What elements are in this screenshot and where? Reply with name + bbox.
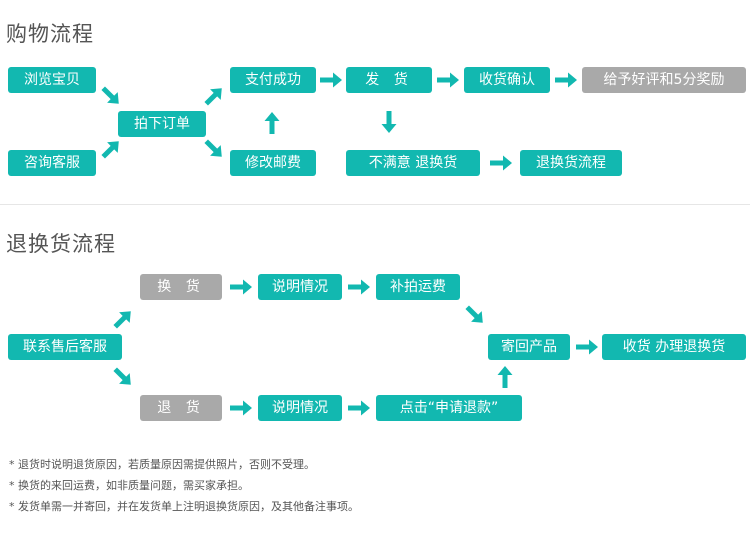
arrow-right-icon bbox=[228, 274, 254, 300]
modify-shipping-fee-step: 修改邮费 bbox=[230, 150, 316, 176]
arrow-up-right-icon bbox=[105, 301, 142, 338]
explain-situation-step: 说明情况 bbox=[258, 395, 342, 421]
arrow-down-right-icon bbox=[105, 359, 142, 396]
arrow-up-icon bbox=[259, 110, 285, 136]
place-order-step: 拍下订单 bbox=[118, 111, 206, 137]
return-notes: * 退货时说明退货原因，若质量原因需提供照片，否则不受理。 * 换货的来回运费，… bbox=[9, 454, 359, 517]
contact-aftersales-step: 联系售后客服 bbox=[8, 334, 122, 360]
arrow-right-icon bbox=[228, 395, 254, 421]
arrow-up-right-icon bbox=[196, 78, 233, 115]
browse-items-step: 浏览宝贝 bbox=[8, 67, 96, 93]
note-item: * 发货单需一并寄回，并在发货单上注明退换货原因，及其他备注事项。 bbox=[9, 500, 359, 513]
exchange-step: 换 货 bbox=[140, 274, 222, 300]
refund-step: 退 货 bbox=[140, 395, 222, 421]
send-back-product-step: 寄回产品 bbox=[488, 334, 570, 360]
consult-service-step: 咨询客服 bbox=[8, 150, 96, 176]
arrow-right-icon bbox=[574, 334, 600, 360]
arrow-down-right-icon bbox=[457, 297, 494, 334]
shopping-flow-title: 购物流程 bbox=[6, 22, 94, 46]
pay-shipping-step: 补拍运费 bbox=[376, 274, 460, 300]
arrow-right-icon bbox=[435, 67, 461, 93]
arrow-right-icon bbox=[346, 395, 372, 421]
arrow-right-icon bbox=[346, 274, 372, 300]
note-item: * 换货的来回运费，如非质量问题，需买家承担。 bbox=[9, 479, 249, 492]
shipping-step: 发 货 bbox=[346, 67, 432, 93]
give-rating-step: 给予好评和5分奖励 bbox=[582, 67, 746, 93]
section-divider bbox=[0, 204, 750, 205]
explain-situation-step: 说明情况 bbox=[258, 274, 342, 300]
return-flow-step: 退换货流程 bbox=[520, 150, 622, 176]
arrow-down-icon bbox=[376, 109, 402, 135]
arrow-up-icon bbox=[492, 364, 518, 390]
return-flow-title: 退换货流程 bbox=[6, 232, 116, 256]
arrow-right-icon bbox=[318, 67, 344, 93]
apply-refund-step: 点击“申请退款” bbox=[376, 395, 522, 421]
arrow-down-right-icon bbox=[93, 78, 130, 115]
arrow-right-icon bbox=[553, 67, 579, 93]
unsatisfied-return-step: 不满意 退换货 bbox=[346, 150, 480, 176]
receipt-confirm-step: 收货确认 bbox=[464, 67, 550, 93]
payment-success-step: 支付成功 bbox=[230, 67, 316, 93]
receive-process-step: 收货 办理退换货 bbox=[602, 334, 746, 360]
arrow-right-icon bbox=[488, 150, 514, 176]
note-item: * 退货时说明退货原因，若质量原因需提供照片，否则不受理。 bbox=[9, 458, 315, 471]
